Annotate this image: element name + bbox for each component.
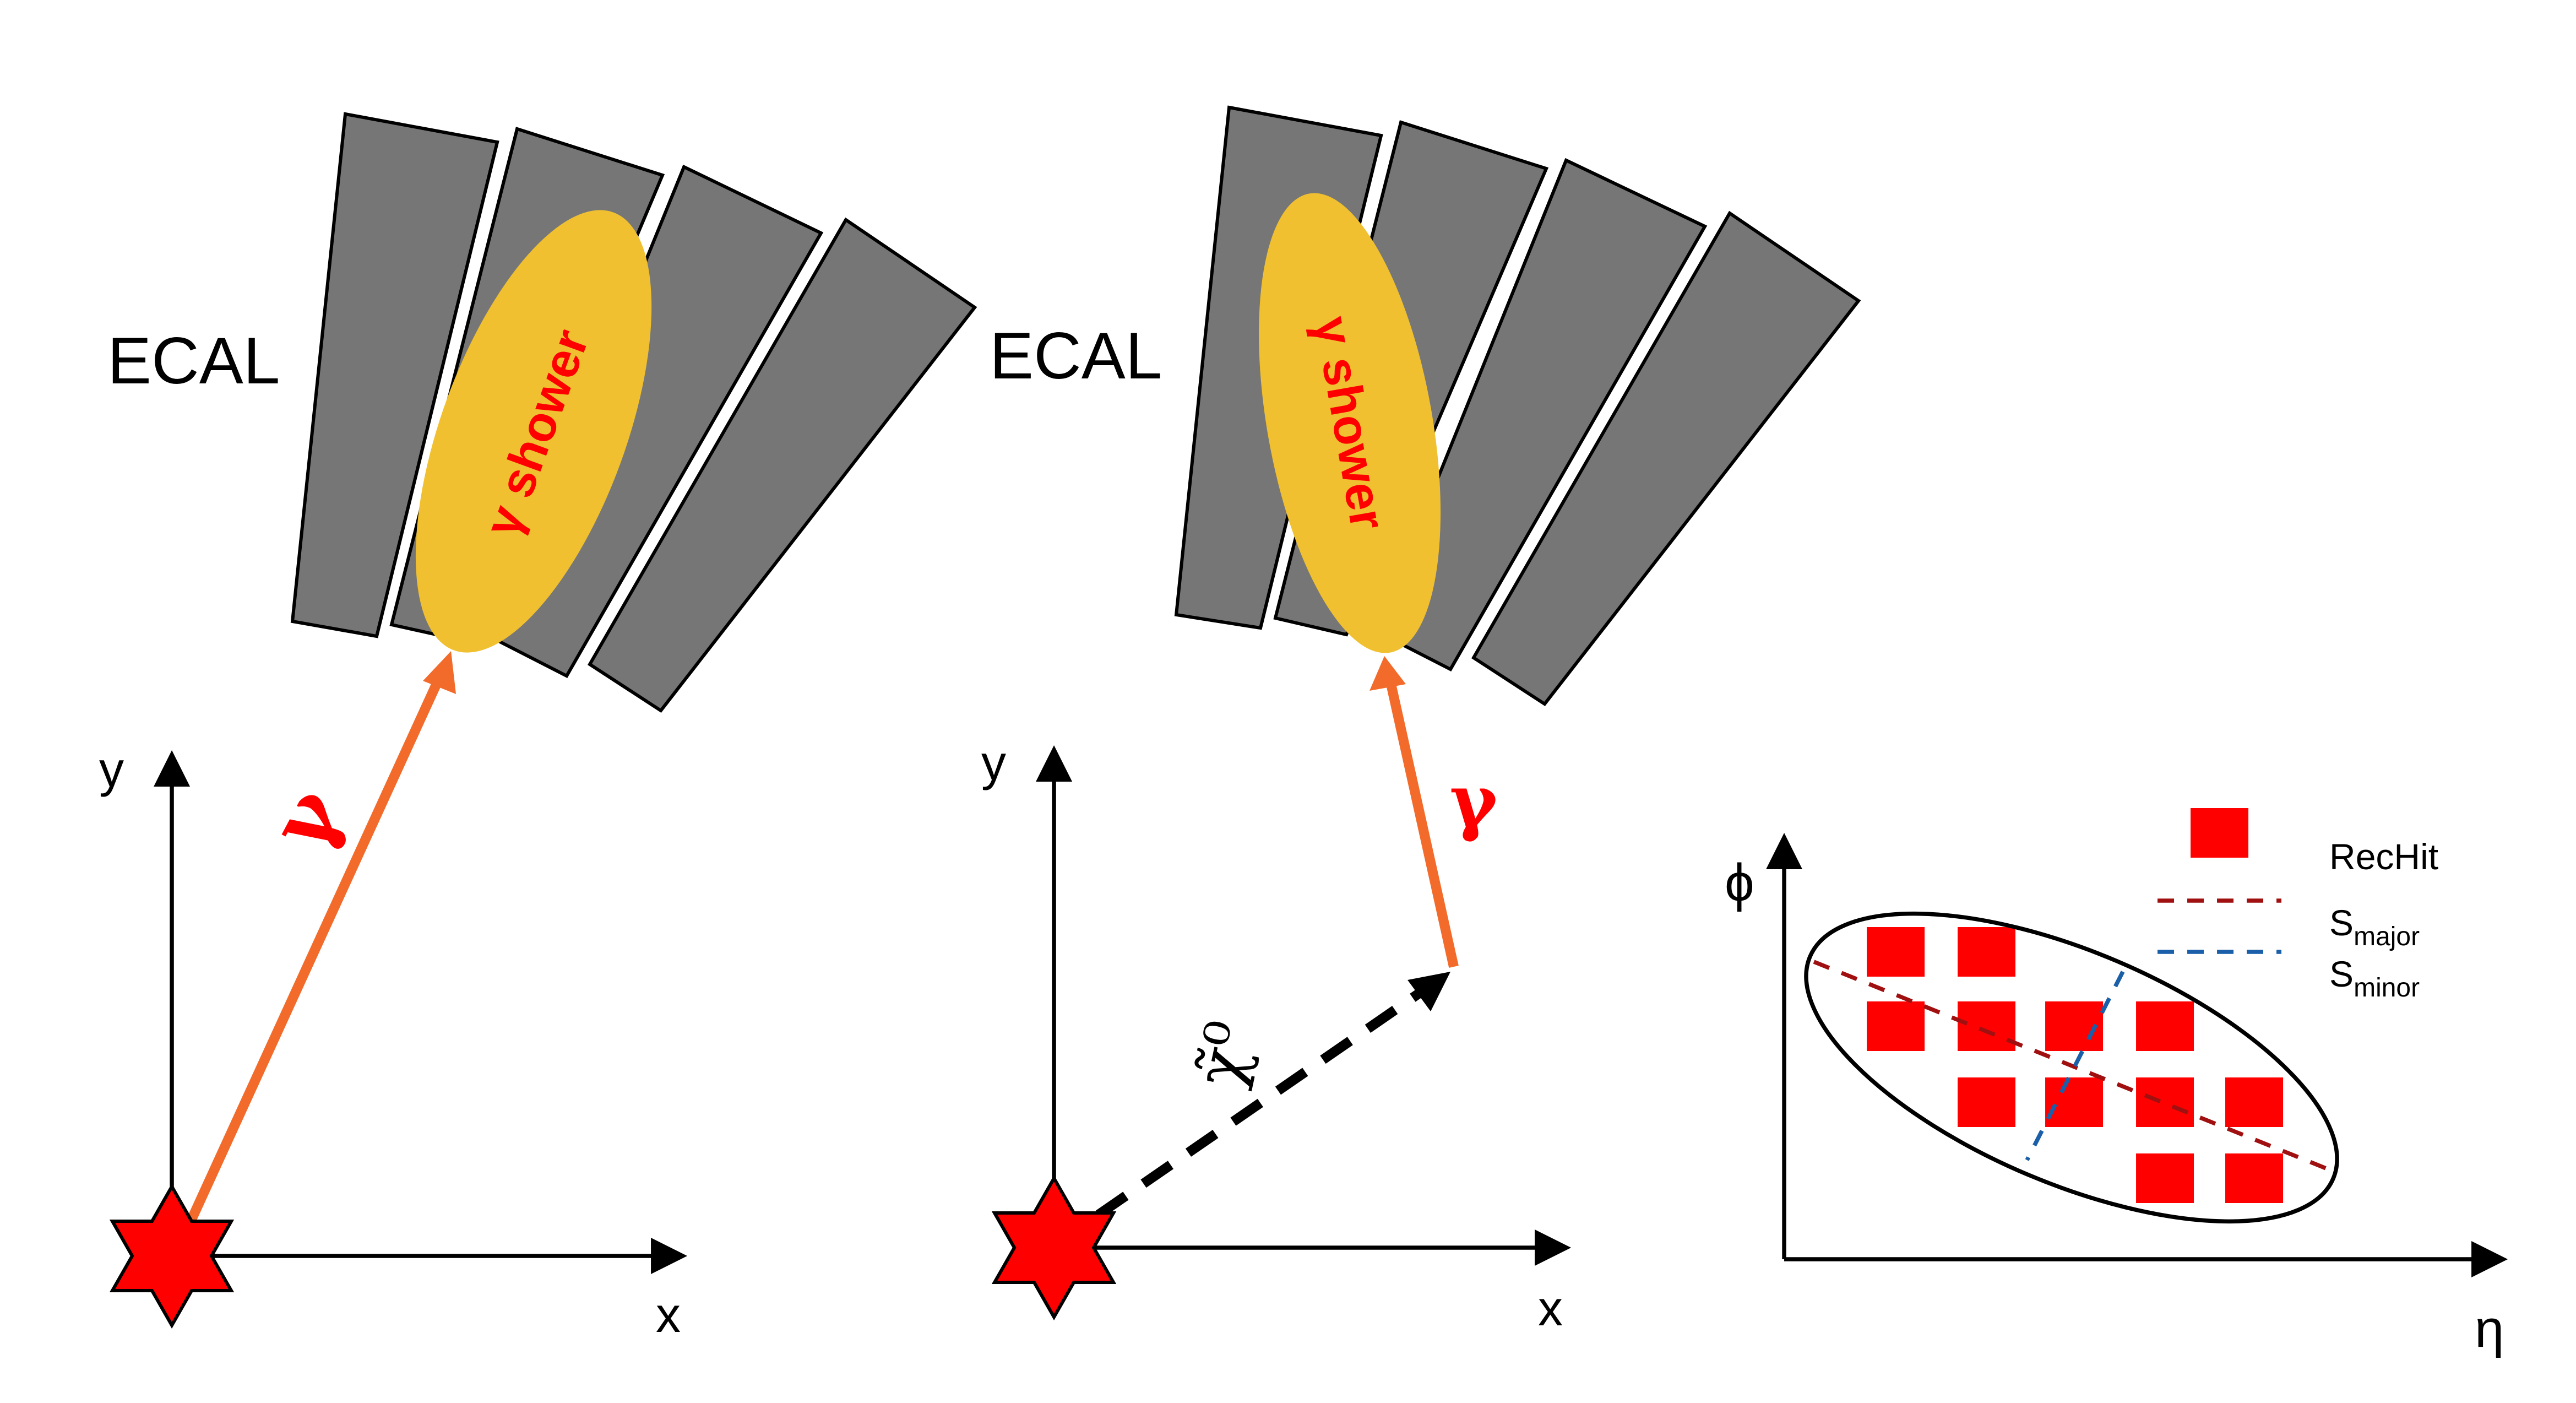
vertex-star-icon — [991, 1174, 1117, 1321]
phi-axis-label: ϕ — [1725, 853, 1754, 912]
x-axis-label: x — [656, 1288, 681, 1343]
rechits — [1867, 927, 2284, 1203]
rechit — [1867, 927, 1925, 977]
photon-arrowhead — [423, 651, 456, 694]
rechit — [2045, 1077, 2104, 1127]
s-major-line — [1813, 960, 2327, 1171]
ecal-label: ECAL — [990, 319, 1162, 393]
s-minor-line — [2025, 971, 2125, 1161]
photon-shower — [1259, 193, 1441, 653]
photon-label: γ — [1449, 759, 1498, 844]
panel-middle: ECAL γ shower y x χ̃⁰ γ — [981, 105, 1861, 1336]
panel-left: ECAL γ shower y x γ — [99, 112, 977, 1343]
ecal-block — [588, 217, 977, 713]
photon-arrow — [185, 675, 444, 1225]
ecal-label: ECAL — [107, 324, 280, 398]
ecal-block — [290, 112, 499, 638]
legend-s-major-s: S — [2329, 902, 2354, 943]
photon-arrowhead — [1369, 656, 1406, 691]
neutralino-label: χ̃⁰ — [1182, 1015, 1267, 1092]
rechit — [1958, 927, 2016, 977]
legend-rechit-swatch — [2191, 808, 2249, 858]
rechit — [2136, 1077, 2194, 1127]
y-axis-label: y — [981, 736, 1006, 791]
legend-s-major-label: Smajor — [2329, 902, 2420, 951]
neutralino-arrowhead — [1407, 972, 1451, 1011]
ecal-block — [1471, 210, 1861, 707]
legend-s-major-sub: major — [2354, 922, 2420, 951]
legend-rechit-label: RecHit — [2329, 836, 2438, 877]
photon-shower — [415, 210, 652, 653]
phi-axis-arrowhead — [1766, 833, 1803, 869]
photon-arrow — [1386, 683, 1459, 968]
photon-label: γ — [251, 772, 362, 866]
rechit — [2136, 1153, 2194, 1203]
x-axis-arrowhead — [651, 1238, 688, 1274]
rechit — [2136, 1001, 2194, 1051]
cluster-ellipse — [1804, 911, 2339, 1224]
neutralino-arrow — [1095, 985, 1427, 1219]
rechit — [1958, 1001, 2016, 1051]
ecal-block — [1374, 158, 1708, 671]
legend-s-minor-label: Sminor — [2329, 954, 2420, 1003]
eta-axis-label: η — [2475, 1299, 2504, 1358]
y-axis-arrowhead — [1036, 745, 1073, 782]
rechit — [2225, 1153, 2284, 1203]
rechit — [2225, 1077, 2284, 1127]
legend-s-minor-sub: minor — [2354, 973, 2420, 1003]
vertex-star-icon — [109, 1183, 235, 1329]
eta-axis-arrowhead — [2471, 1241, 2508, 1277]
x-axis-label: x — [1538, 1281, 1563, 1336]
rechit — [1867, 1001, 1925, 1051]
rechit — [1958, 1077, 2016, 1127]
panel-right: ϕ η RecHit Smajor Sminor — [1725, 808, 2508, 1358]
y-axis-label: y — [99, 743, 124, 798]
legend: RecHit Smajor Sminor — [2157, 808, 2438, 1003]
legend-s-minor-s: S — [2329, 954, 2354, 994]
y-axis-arrowhead — [154, 750, 191, 787]
x-axis-arrowhead — [1535, 1229, 1572, 1266]
